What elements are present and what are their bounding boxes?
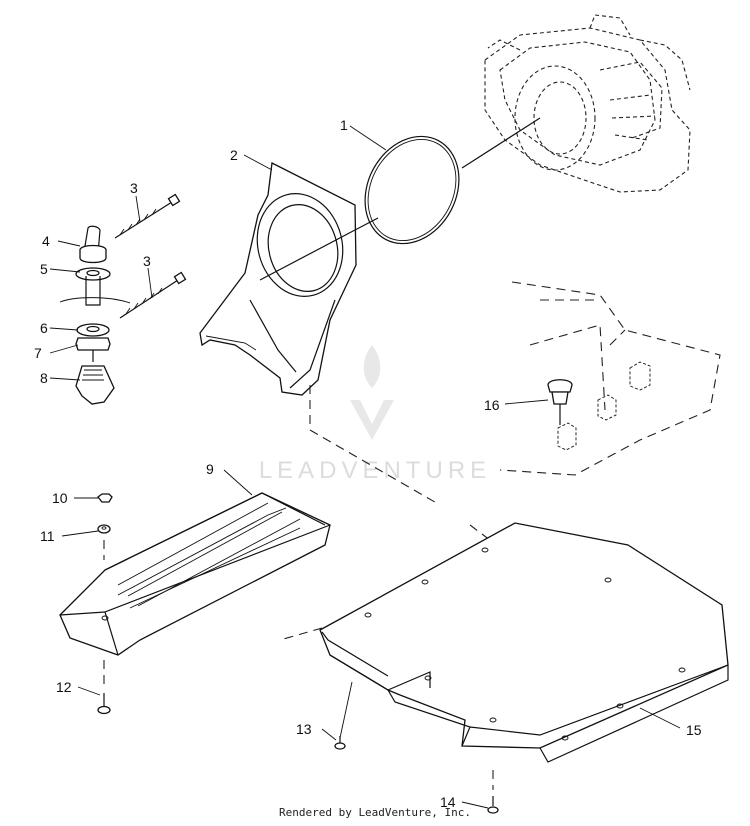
hull-outline: [499, 281, 721, 476]
part-16-plug: [547, 379, 573, 425]
part-8-cap: [75, 365, 115, 405]
part-4-tube: [79, 225, 107, 264]
callout-16: 16: [484, 397, 500, 413]
callout-4: 4: [42, 233, 50, 249]
watermark-text: LEADVENTURE: [259, 457, 491, 484]
part-7-nut: [75, 337, 111, 362]
part-12-screw: [97, 660, 111, 715]
part-11-washer: [97, 524, 111, 560]
callout-9: 9: [206, 461, 214, 477]
callout-10: 10: [52, 490, 68, 506]
part-1-o-ring: [364, 117, 541, 245]
part-9-guard: [59, 492, 331, 656]
callout-14: 14: [440, 794, 456, 810]
callout-3-lower: 3: [143, 253, 151, 269]
callout-12: 12: [56, 679, 72, 695]
callout-3-upper: 3: [130, 180, 138, 196]
callout-5: 5: [40, 261, 48, 277]
part-2-adapter-shroud: [199, 162, 379, 396]
part-3-bolt-upper: [114, 193, 181, 239]
callout-6: 6: [40, 320, 48, 336]
part-3-bolt-lower: [119, 271, 187, 319]
callout-7: 7: [34, 345, 42, 361]
callout-1: 1: [340, 117, 348, 133]
engine-outline: [484, 14, 691, 193]
part-10-nut: [97, 493, 113, 503]
footer-credit: Rendered by LeadVenture, Inc.: [278, 806, 472, 819]
watermark-logo: [350, 345, 394, 440]
callout-labels: 1 2 3 3 4 5 6 7 8 9 10 11 12 13 14 15 16: [34, 117, 702, 810]
part-15-skid-plate: [319, 522, 729, 763]
callout-13: 13: [296, 721, 312, 737]
part-5-washer: [59, 267, 131, 306]
part-14-screw: [487, 770, 499, 814]
leader-lines: [49, 125, 681, 809]
callout-2: 2: [230, 147, 238, 163]
callout-15: 15: [686, 722, 702, 738]
callout-8: 8: [40, 370, 48, 386]
part-13-screw: [334, 681, 353, 750]
part-6-washer: [76, 323, 110, 337]
callout-11: 11: [40, 528, 55, 544]
